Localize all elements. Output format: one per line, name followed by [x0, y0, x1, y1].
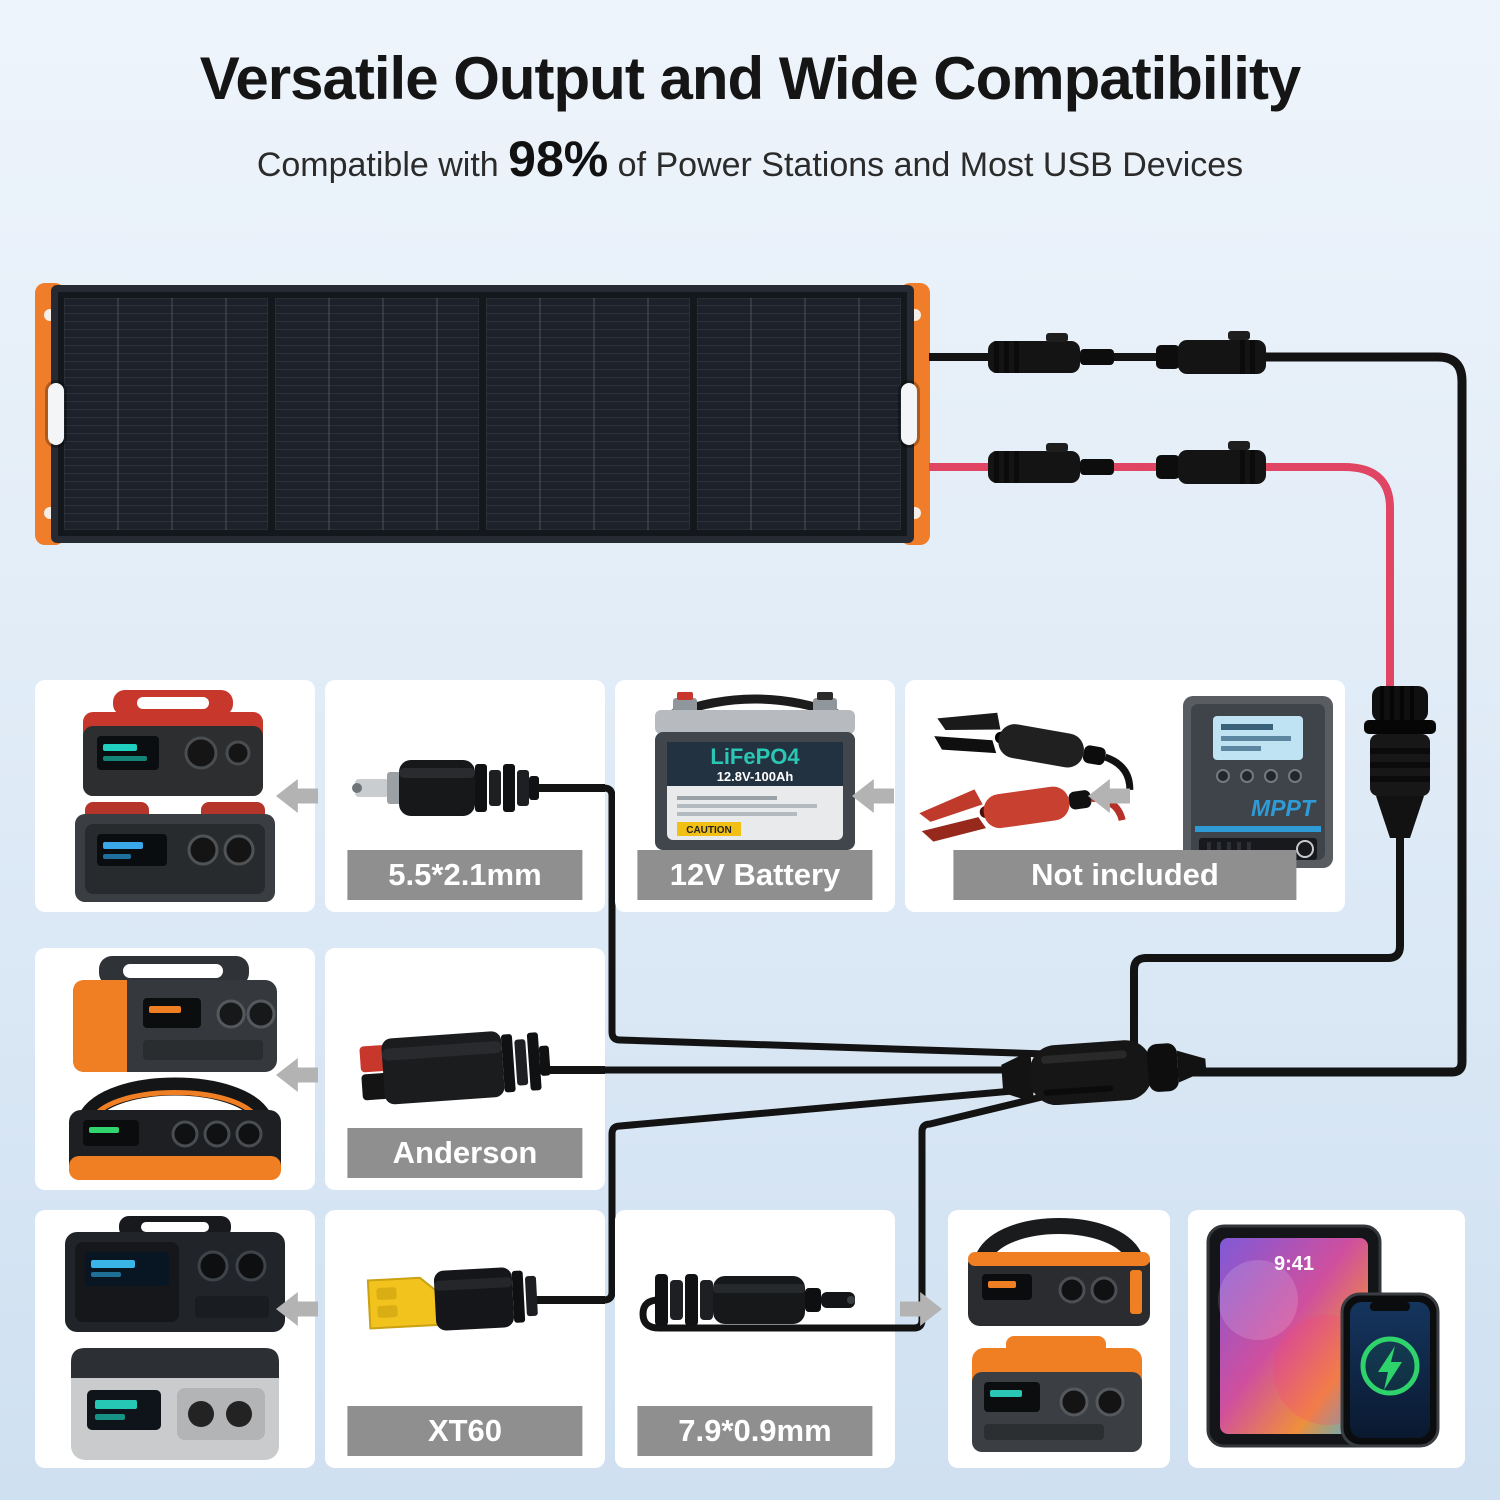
- charging-bolt-icon: [1378, 1346, 1402, 1390]
- panel-handle: [901, 383, 917, 445]
- smartphone-charging: [1340, 1292, 1440, 1448]
- panel-section: [275, 298, 479, 530]
- panel-section: [697, 298, 901, 530]
- battery-brand-text: LiFePO4: [710, 744, 800, 769]
- dc-7909-plug: [655, 1274, 855, 1326]
- card-xt60-connector: XT60: [325, 1210, 605, 1468]
- power-stations-illustration-2: [69, 956, 281, 1180]
- panel-section: [64, 298, 268, 530]
- subtitle-suffix: of Power Stations and Most USB Devices: [608, 146, 1244, 184]
- label-dc55: 5.5*2.1mm: [347, 850, 583, 900]
- anderson-plug: [359, 1031, 551, 1105]
- mc4-to-dc-adapter: [1364, 686, 1436, 838]
- tablet-time-text: 9:41: [1274, 1253, 1314, 1275]
- power-stations-illustration-3: [65, 1216, 285, 1460]
- mc4-connector-pair-top: [988, 331, 1266, 374]
- solar-panel: [35, 283, 930, 545]
- power-station-black: [65, 1216, 285, 1332]
- tablet: 9:41: [1206, 1224, 1383, 1448]
- power-station-gray: [71, 1348, 279, 1460]
- dc-5521-plug: [352, 760, 539, 816]
- power-station-orange-black: [69, 1077, 281, 1180]
- power-station-orange-gray: [73, 956, 277, 1072]
- panel-section: [486, 298, 690, 530]
- mppt-controller: MPPT: [1183, 696, 1333, 868]
- page-title: Versatile Output and Wide Compatibility: [199, 45, 1302, 112]
- dc55-plug-illustration: [352, 760, 605, 816]
- power-stations-illustration-1: [75, 690, 275, 902]
- battery-spec-text: 12.8V-100Ah: [717, 769, 794, 784]
- label-anderson: Anderson: [347, 1128, 583, 1178]
- label-dc79: 7.9*0.9mm: [637, 1406, 873, 1456]
- power-station-red: [83, 690, 263, 796]
- cable-splitter: [1001, 1040, 1207, 1106]
- usb-devices-illustration: 9:41: [1206, 1224, 1440, 1448]
- label-battery: 12V Battery: [637, 850, 873, 900]
- card-dc79-connector: 7.9*0.9mm: [615, 1210, 895, 1468]
- power-stations-illustration-4: [968, 1218, 1150, 1452]
- power-station-dark: [75, 802, 275, 902]
- xt60-plug: [366, 1267, 538, 1331]
- mc4-connector-pair-bottom: [988, 441, 1266, 484]
- label-xt60: XT60: [347, 1406, 583, 1456]
- power-station-orange-top: [972, 1336, 1142, 1452]
- panel-handle: [48, 383, 64, 445]
- anderson-plug-illustration: [359, 1031, 605, 1105]
- subtitle-prefix: Compatible with: [256, 146, 509, 184]
- card-power-stations-3: [35, 1210, 315, 1468]
- card-usb-devices: 9:41: [1188, 1210, 1465, 1468]
- label-not-included: Not included: [953, 850, 1297, 900]
- card-power-stations-4: [948, 1210, 1170, 1468]
- xt60-plug-illustration: [366, 1267, 605, 1331]
- cable-red-to-adapter: [1266, 463, 1394, 692]
- card-dc55-connector: 5.5*2.1mm: [325, 680, 605, 912]
- battery-caution-text: CAUTION: [686, 825, 732, 836]
- arrow-right-icon: [900, 1292, 942, 1326]
- subtitle-highlight: 98%: [508, 131, 609, 187]
- mppt-text: MPPT: [1251, 795, 1317, 821]
- power-station-orange-handle: [968, 1218, 1150, 1326]
- page-subtitle: Compatible with 98% of Power Stations an…: [0, 130, 1500, 188]
- alligator-clip-black: [934, 712, 1134, 791]
- card-power-stations-2: [35, 948, 315, 1190]
- card-anderson-connector: Anderson: [325, 948, 605, 1190]
- card-power-stations-1: [35, 680, 315, 912]
- alligator-clip-red: [919, 786, 1126, 842]
- panel-body: [51, 285, 914, 543]
